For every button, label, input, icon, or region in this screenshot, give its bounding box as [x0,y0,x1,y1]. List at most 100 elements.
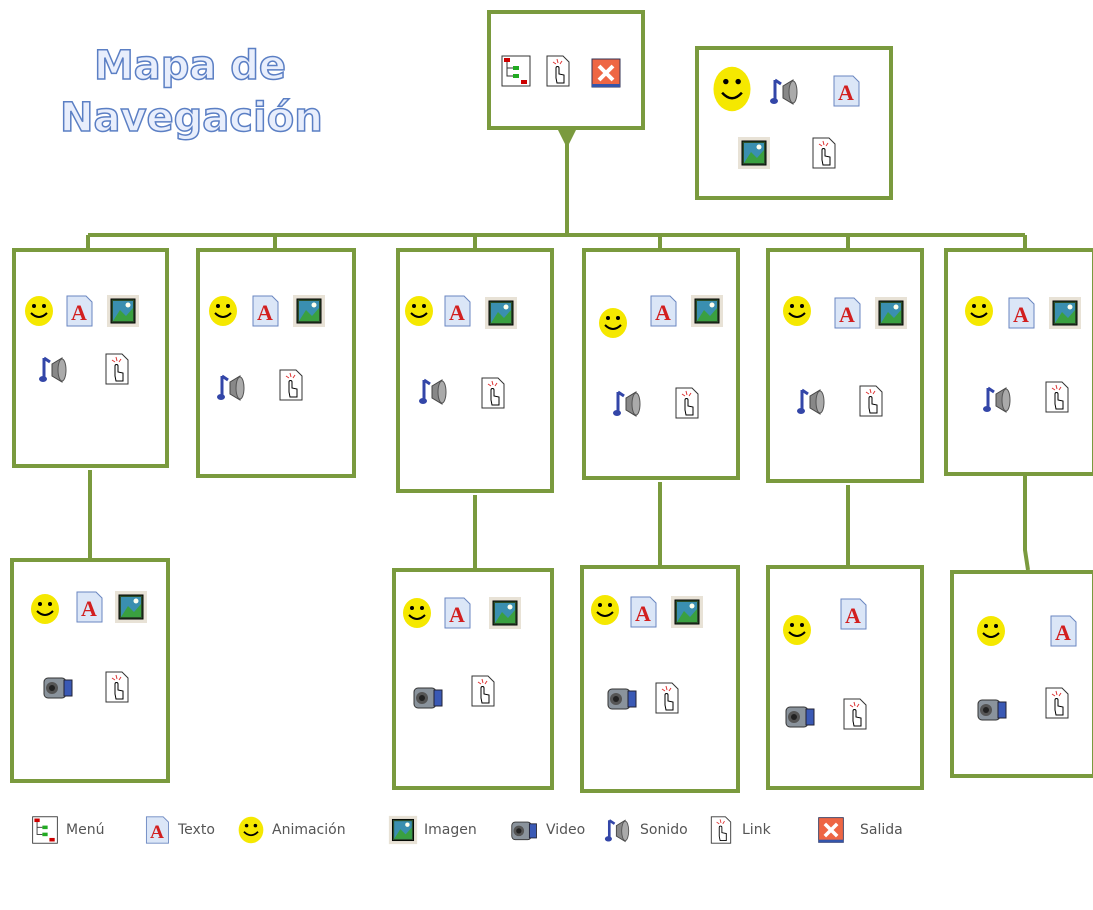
video-icon [412,680,446,714]
svg-text:A: A [1055,620,1071,645]
legend: Menú A Texto Animación Imagen Video Sonid… [30,815,1070,851]
image-icon [737,136,771,170]
sound-icon [796,384,830,418]
section-box-5: A [766,248,924,483]
text-icon: A [142,815,172,845]
legend-item-text: A Texto [142,815,215,851]
sound-icon [418,374,452,408]
legend-label-exit: Salida [860,822,903,838]
legend-label-sound: Sonido [640,822,688,838]
section-box-4: A [582,248,740,480]
video-icon [784,699,818,733]
svg-text:A: A [257,300,273,325]
text-icon: A [646,294,680,328]
animation-icon [28,592,62,626]
section-box-3: A [396,248,554,493]
section-box-1: A [12,248,169,468]
text-icon: A [440,294,474,328]
link-icon [1040,380,1074,414]
legend-label-link: Link [742,822,771,838]
svg-text:A: A [839,302,855,327]
media-box: A [695,46,893,200]
svg-text:A: A [655,300,671,325]
legend-item-video: Video [510,815,585,851]
title-line-2: Navegación [59,94,323,142]
legend-item-animation: Animación [236,815,346,851]
image-icon [114,590,148,624]
exit-icon [816,815,846,845]
image-icon [1048,296,1082,330]
link-icon [100,670,134,704]
text-icon: A [830,296,864,330]
link-icon [670,386,704,420]
image-icon [106,294,140,328]
image-icon [388,815,418,845]
sound-icon [612,386,646,420]
animation-icon [588,593,622,627]
legend-item-menu: Menú [30,815,104,851]
svg-text:A: A [838,80,854,105]
menu-icon [499,54,533,88]
legend-label-menu: Menú [66,822,105,838]
animation-icon [596,306,630,340]
root-box [487,10,645,130]
animation-icon [780,613,814,647]
animation-icon [711,64,753,114]
sound-icon [769,74,803,108]
link-icon [650,681,684,715]
link-icon [541,54,575,88]
legend-label-video: Video [546,822,586,838]
text-icon: A [829,74,863,108]
text-icon: A [72,590,106,624]
video-icon [42,670,76,704]
sound-icon [604,815,634,845]
animation-icon [400,596,434,630]
video-icon [606,681,640,715]
svg-text:A: A [449,602,465,627]
animation-icon [962,294,996,328]
legend-item-sound: Sonido [604,815,688,851]
link-icon [838,697,872,731]
vlink-6 [1023,475,1030,571]
sound-icon [216,370,250,404]
svg-text:A: A [150,822,164,843]
legend-label-image: Imagen [424,822,477,838]
text-icon: A [1004,296,1038,330]
menu-icon [30,815,60,845]
image-icon [670,595,704,629]
text-icon: A [440,596,474,630]
text-icon: A [626,595,660,629]
animation-icon [780,294,814,328]
legend-label-animation: Animación [272,822,346,838]
sub-box-5: A [766,565,924,790]
legend-item-image: Imagen [388,815,477,851]
text-icon: A [62,294,96,328]
svg-text:A: A [845,603,861,628]
animation-icon [402,294,436,328]
image-icon [488,596,522,630]
animation-icon [974,614,1008,648]
exit-icon [589,56,623,90]
sub-box-1: A [10,558,170,783]
sub-box-4: A [580,565,740,793]
text-icon: A [1046,614,1080,648]
link-icon [807,136,841,170]
svg-text:A: A [635,601,651,626]
legend-label-text: Texto [178,822,215,838]
text-icon: A [248,294,282,328]
legend-item-exit: Salida [816,815,903,851]
link-icon [706,815,736,845]
legend-item-link: Link [706,815,771,851]
diagram-title: Mapa de Navegación [59,40,323,144]
video-icon [976,692,1010,726]
animation-icon [236,815,266,845]
sound-icon [38,352,72,386]
video-icon [510,815,540,845]
svg-text:A: A [449,300,465,325]
sub-box-6: A [950,570,1093,778]
link-icon [854,384,888,418]
image-icon [292,294,326,328]
link-icon [1040,686,1074,720]
link-icon [476,376,510,410]
